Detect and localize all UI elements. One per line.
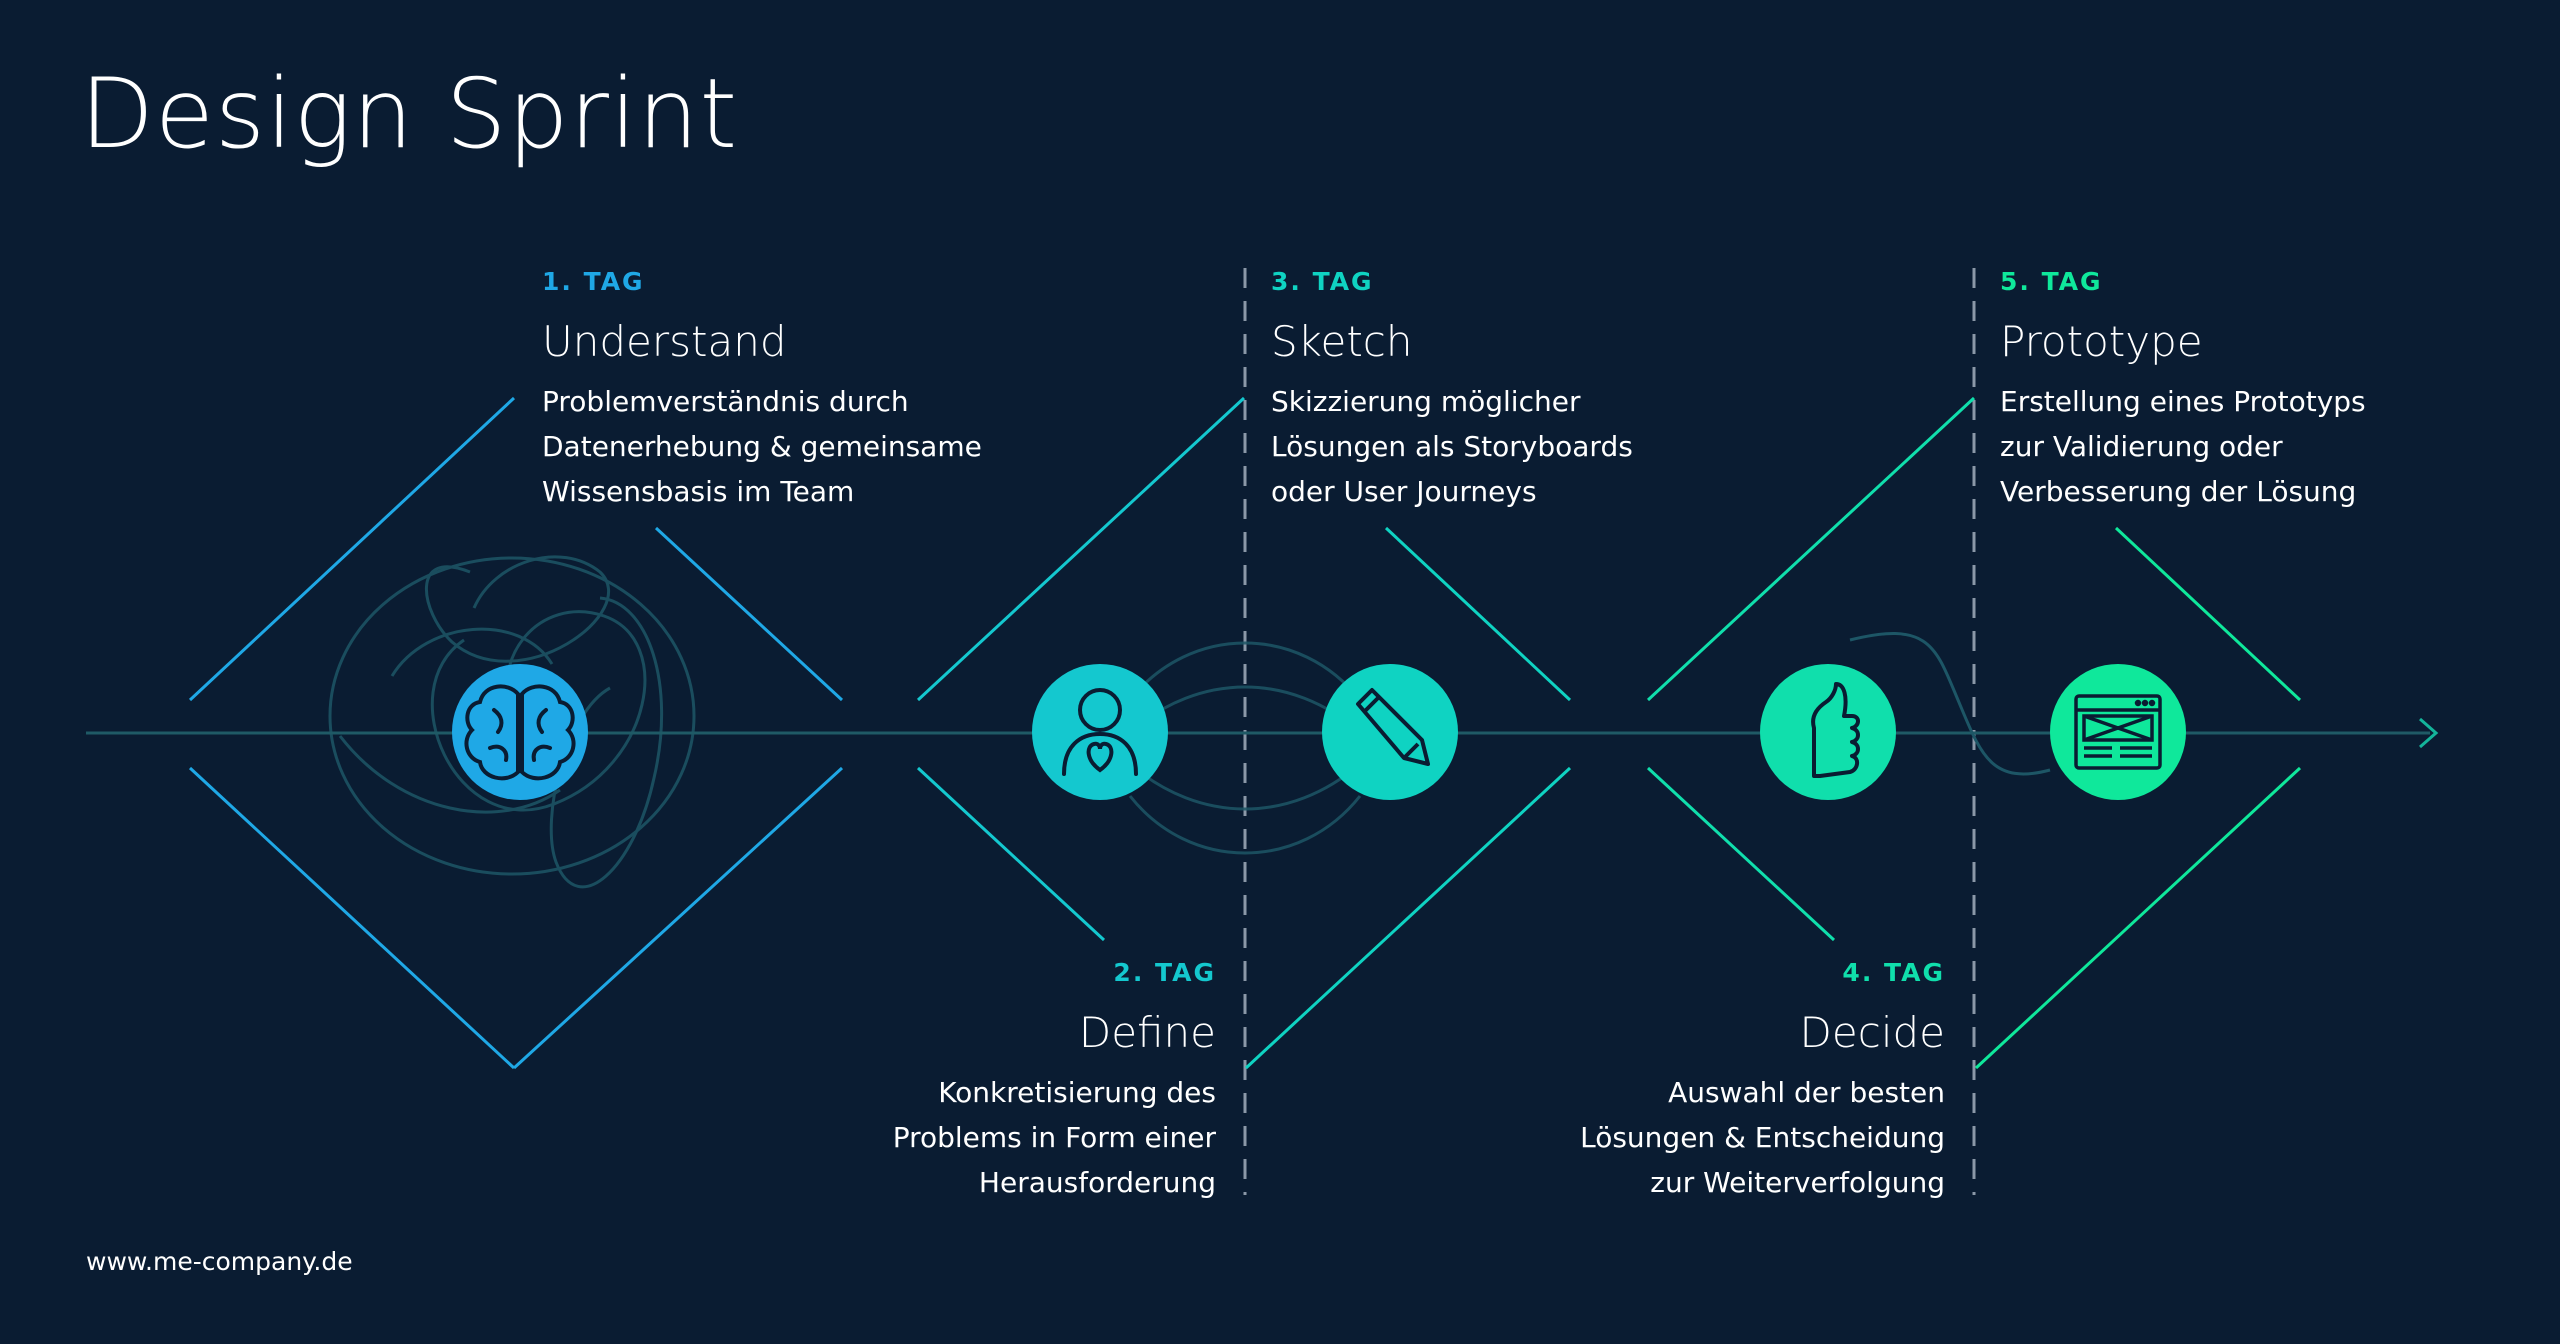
person-heart-icon [1062,688,1138,776]
stage-description: Skizzierung möglicher Lösungen als Story… [1271,385,1633,508]
stage-day-label: 2. TAG [1113,958,1216,987]
icon-sketch [1322,664,1458,800]
stage-title: Decide [1799,1008,1945,1057]
stage-description: Problemverständnis durch Datenerhebung &… [542,385,982,508]
understand-diamond [188,396,844,1070]
pencil-icon [1356,688,1430,766]
stage-description: Konkretisierung des Problems in Form ein… [892,1076,1216,1199]
icon-prototype [2050,664,2186,800]
wireframe-icon [2074,694,2162,770]
stage-title: Understand [542,317,787,366]
stage-day-label: 3. TAG [1271,267,1374,296]
timeline-arrow-head [2419,717,2439,749]
icon-decide [1760,664,1896,800]
stage-sketch: 3. TAG Sketch Skizzierung möglicher Lösu… [1271,269,1791,514]
stage-understand: 1. TAG Understand Problemverständnis dur… [542,269,1062,514]
stage-day-label: 1. TAG [542,267,645,296]
stage-description: Erstellung eines Prototyps zur Validieru… [2000,385,2366,508]
decide-diamond [1646,396,1976,942]
stage-day-label: 4. TAG [1842,958,1945,987]
prototype-diamond [1974,526,2302,1070]
icon-define [1032,664,1168,800]
stage-title: Define [1078,1008,1216,1057]
brain-icon [464,684,576,781]
stage-prototype: 5. TAG Prototype Erstellung eines Protot… [2000,269,2520,514]
icon-understand [452,664,588,800]
stage-description: Auswahl der besten Lösungen & Entscheidu… [1580,1076,1945,1199]
stage-title: Sketch [1271,317,1413,366]
footer-url: www.me-company.de [86,1247,353,1276]
page-title: Design Sprint [80,58,739,170]
decide-prototype-wave [1849,632,2051,776]
define-diamond [916,396,1246,942]
stage-title: Prototype [2000,317,2203,366]
sketch-diamond [1244,526,1572,1070]
thumbs-up-icon [1811,682,1860,778]
stage-define: 2. TAG Define Konkretisierung des Proble… [696,960,1216,1205]
stage-day-label: 5. TAG [2000,267,2103,296]
stage-decide: 4. TAG Decide Auswahl der besten Lösunge… [1425,960,1945,1205]
